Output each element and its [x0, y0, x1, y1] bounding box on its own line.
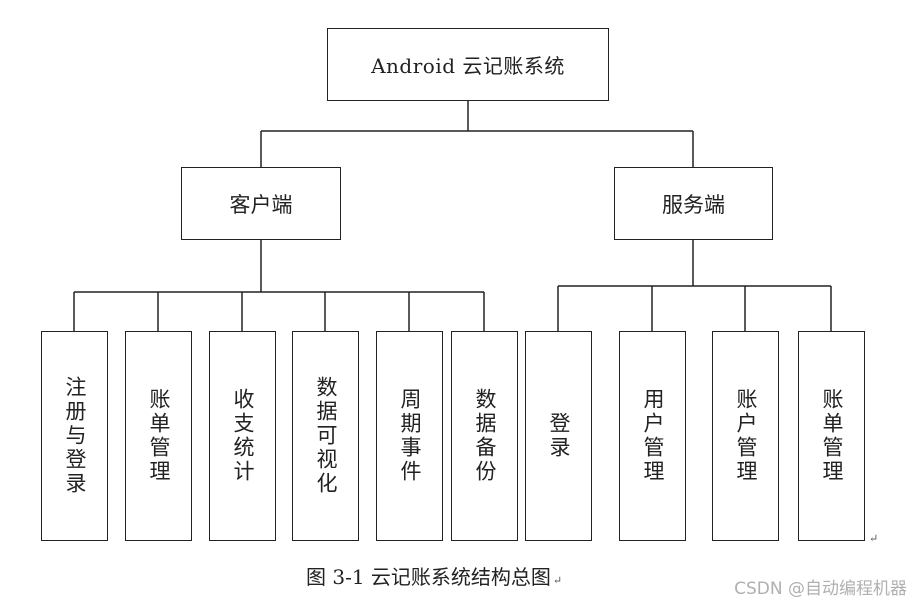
server-module-node: 登录 [525, 331, 592, 541]
root-label: Android 云记账系统 [371, 54, 565, 78]
client-label: 客户端 [229, 192, 293, 217]
server-module-label: 账单管理 [820, 388, 844, 484]
client-module-node: 数据备份 [451, 331, 518, 541]
server-module-label: 账户管理 [734, 388, 758, 484]
client-module-label: 注册与登录 [63, 376, 87, 496]
paragraph-mark-icon: ↵ [552, 574, 563, 587]
server-label: 服务端 [662, 192, 725, 217]
client-module-label: 数据可视化 [314, 376, 338, 496]
client-module-label: 账单管理 [147, 388, 171, 484]
caption-text: 图 3-1 云记账系统结构总图 [306, 565, 551, 589]
client-module-node: 收支统计 [209, 331, 276, 541]
client-module-label: 周期事件 [398, 388, 422, 484]
server-module-label: 登录 [547, 412, 571, 460]
client-module-label: 数据备份 [473, 388, 497, 484]
client-module-node: 注册与登录 [41, 331, 108, 541]
root-node: Android 云记账系统 [327, 28, 609, 101]
client-module-label: 收支统计 [231, 388, 255, 484]
server-module-node: 用户管理 [619, 331, 686, 541]
client-module-node: 账单管理 [125, 331, 192, 541]
server-module-node: 账户管理 [712, 331, 779, 541]
server-module-label: 用户管理 [641, 388, 665, 484]
figure-caption: 图 3-1 云记账系统结构总图↵ [306, 561, 562, 590]
server-module-node: 账单管理 [798, 331, 865, 541]
watermark: CSDN @自动编程机器 [734, 579, 907, 599]
client-module-node: 数据可视化 [292, 331, 359, 541]
client-module-node: 周期事件 [376, 331, 443, 541]
client-node: 客户端 [181, 167, 341, 240]
server-node: 服务端 [614, 167, 773, 240]
paragraph-mark-icon: ↵ [869, 532, 879, 545]
